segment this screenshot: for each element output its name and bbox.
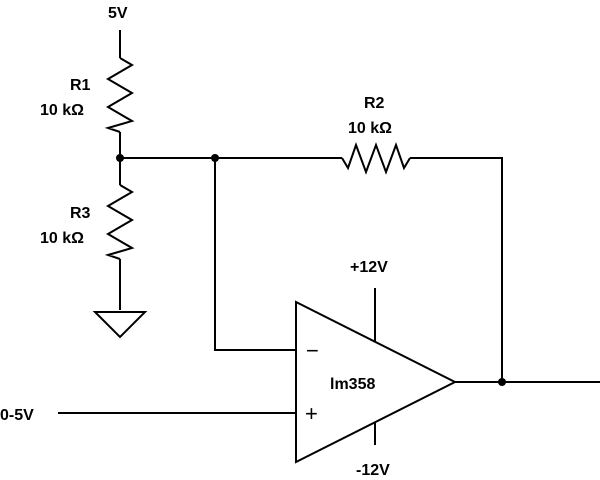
output-junction-dot (498, 378, 506, 386)
noninverting-sign: + (305, 401, 318, 426)
positive-rail-label: +12V (350, 259, 388, 276)
ground-icon (92, 311, 148, 339)
input-voltage-label: 0-5V (0, 407, 34, 424)
supply-5v-label: 5V (108, 5, 128, 22)
inverting-sign: − (306, 338, 319, 363)
r3-resistor (104, 184, 135, 260)
r2-label: R2 (364, 95, 385, 112)
r1-resistor (104, 57, 135, 133)
r3-value: 10 kΩ (40, 230, 84, 247)
inverting-input-wire (214, 158, 296, 351)
r2-value: 10 kΩ (348, 120, 392, 137)
negative-rail-label: -12V (356, 462, 390, 479)
r1-label: R1 (70, 77, 91, 94)
opamp-part-label: lm358 (330, 376, 375, 393)
r3-label: R3 (70, 205, 91, 222)
r1-value: 10 kΩ (40, 102, 84, 119)
r2-resistor (341, 142, 411, 175)
r2-output-wire (410, 157, 503, 382)
